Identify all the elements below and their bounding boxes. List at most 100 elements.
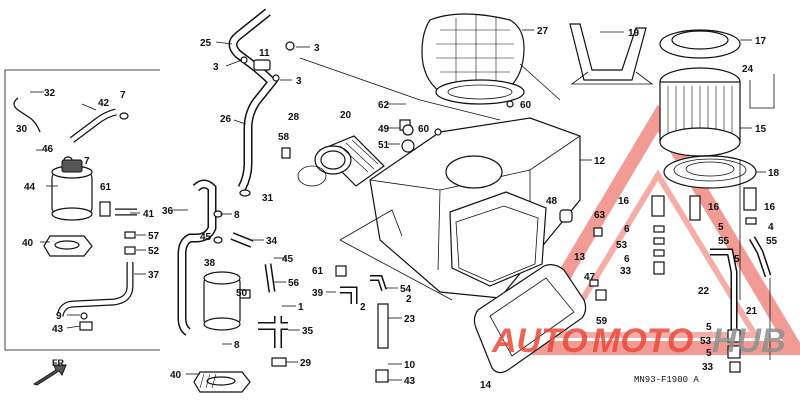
callout-11: 11 [259, 48, 270, 59]
callout-8: 8 [234, 210, 240, 221]
callout-2: 2 [406, 294, 412, 305]
front-label: FR. [52, 358, 67, 368]
callout-61: 61 [100, 182, 112, 193]
callout-47: 47 [584, 272, 596, 283]
air-cap [299, 13, 561, 121]
callout-35: 35 [302, 326, 314, 337]
watermark-brand-hub: HUB [712, 322, 786, 360]
callout-63: 63 [594, 210, 606, 221]
callout-27: 27 [537, 26, 549, 37]
watermark-text: AUTO MOTO HUB [491, 322, 786, 360]
watermark-triangle-inner [555, 169, 761, 338]
callout-5: 5 [734, 254, 740, 265]
callout-60: 60 [418, 124, 430, 135]
callout-40: 40 [170, 370, 182, 381]
inset-parts [13, 97, 137, 331]
inset-frame [4, 69, 160, 351]
case-cover [473, 264, 587, 374]
callout-14: 14 [480, 380, 492, 391]
callout-61: 61 [312, 266, 324, 277]
callout-34: 34 [266, 236, 278, 247]
callout-52: 52 [148, 246, 160, 257]
callout-33: 33 [702, 362, 714, 373]
diagram-code: MN93-F1900 A [634, 375, 699, 385]
drain-assemblies [559, 160, 772, 373]
callout-59: 59 [596, 316, 608, 327]
callout-7: 7 [120, 90, 126, 101]
callout-37: 37 [148, 270, 160, 281]
callout-21: 21 [746, 306, 758, 317]
callout-10: 10 [404, 360, 416, 371]
callout-16: 16 [764, 202, 776, 213]
callout-33: 33 [620, 266, 632, 277]
callout-4: 4 [768, 222, 774, 233]
callout-45: 45 [282, 254, 294, 265]
callout-43: 43 [52, 324, 64, 335]
callout-48: 48 [546, 196, 558, 207]
callout-8: 8 [234, 340, 240, 351]
callout-6: 6 [624, 224, 630, 235]
callout-40: 40 [22, 238, 34, 249]
callout-60: 60 [520, 100, 532, 111]
callout-56: 56 [288, 278, 300, 289]
callout-5: 5 [706, 322, 712, 333]
callout-6: 6 [624, 254, 630, 265]
callout-38: 38 [204, 258, 216, 269]
callout-22: 22 [698, 286, 710, 297]
watermark-brand-auto: AUTO [491, 322, 588, 360]
callout-5: 5 [706, 348, 712, 359]
callout-16: 16 [708, 202, 720, 213]
callout-28: 28 [288, 112, 300, 123]
callout-13: 13 [574, 252, 586, 263]
middle-parts [177, 179, 453, 393]
callout-labels: 25 3 11 3 3 27 19 17 24 15 32 30 42 7 46… [16, 26, 780, 391]
callout-53: 53 [700, 336, 712, 347]
callout-36: 36 [162, 206, 174, 217]
leader-lines [30, 29, 766, 381]
callout-12: 12 [594, 156, 606, 167]
callout-42: 42 [98, 98, 110, 109]
callout-50: 50 [236, 288, 248, 299]
callout-9: 9 [56, 311, 62, 322]
watermark-brand-moto: MOTO [592, 322, 693, 360]
callout-24: 24 [742, 64, 754, 75]
callout-30: 30 [16, 124, 28, 135]
callout-41: 41 [143, 209, 155, 220]
callout-39: 39 [312, 288, 324, 299]
callout-53: 53 [616, 240, 628, 251]
callout-25: 25 [200, 38, 212, 49]
front-arrow: FR. [32, 358, 67, 386]
callout-18: 18 [768, 168, 780, 179]
callout-16: 16 [618, 196, 630, 207]
callout-2: 2 [360, 302, 366, 313]
callout-51: 51 [378, 140, 390, 151]
callout-57: 57 [148, 231, 160, 242]
callout-26: 26 [220, 114, 232, 125]
callout-62: 62 [378, 100, 390, 111]
watermark-triangle-outer [508, 104, 800, 355]
callout-3: 3 [296, 76, 302, 87]
callout-5: 5 [718, 222, 724, 233]
callout-20: 20 [340, 110, 352, 121]
callout-43: 43 [404, 376, 416, 387]
callout-44: 44 [24, 182, 36, 193]
callout-32: 32 [44, 88, 56, 99]
callout-29: 29 [300, 358, 312, 369]
callout-1: 1 [298, 302, 304, 313]
callout-49: 49 [378, 124, 390, 135]
callout-58: 58 [278, 132, 290, 143]
callout-3: 3 [213, 62, 219, 73]
callout-55: 55 [766, 236, 778, 247]
callout-15: 15 [755, 124, 767, 135]
air-cleaner-case [369, 100, 581, 299]
callout-7: 7 [84, 156, 90, 167]
filter-parts [569, 23, 775, 189]
upper-hoses [228, 8, 385, 197]
callout-31: 31 [262, 193, 274, 204]
callout-23: 23 [404, 314, 416, 325]
callout-19: 19 [628, 28, 640, 39]
callout-46: 46 [42, 144, 54, 155]
callout-55: 55 [718, 236, 730, 247]
callout-17: 17 [755, 36, 767, 47]
